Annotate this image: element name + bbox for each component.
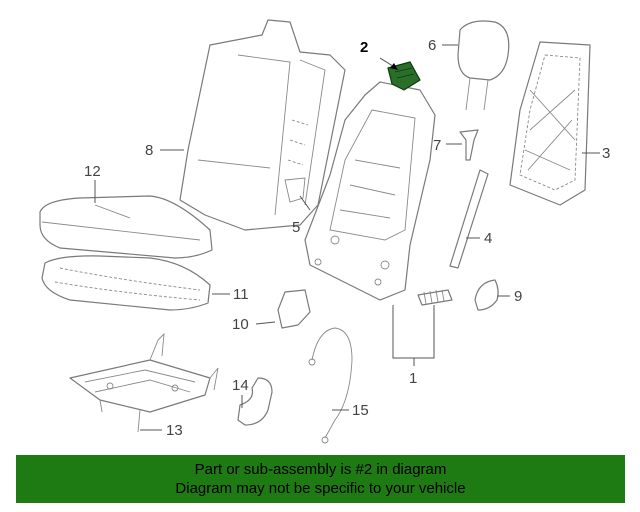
part-10-bracket	[277, 289, 311, 329]
callout-9: 9	[514, 288, 522, 305]
part-15-cable	[308, 327, 353, 444]
callout-1: 1	[409, 370, 417, 387]
info-banner: Part or sub-assembly is #2 in diagram Di…	[16, 455, 625, 503]
leader-lines	[94, 44, 600, 431]
part-9-cap	[474, 279, 499, 311]
part-1-seatback-frame	[304, 81, 436, 301]
part-6-headrest	[457, 20, 510, 111]
callout-12: 12	[84, 163, 101, 180]
part-4-rod	[449, 169, 489, 269]
callout-15: 15	[352, 402, 369, 419]
part-1-spring	[417, 289, 453, 306]
callout-14: 14	[232, 377, 249, 394]
callout-numbers: 2 6 3 4 5 7 8 9 10 11 12 13 14 15 1	[84, 37, 610, 439]
callout-7: 7	[433, 137, 441, 154]
callout-10: 10	[232, 316, 249, 333]
banner-line-2: Diagram may not be specific to your vehi…	[175, 480, 466, 497]
callout-13: 13	[166, 422, 183, 439]
part-12-seat-cushion-pad	[39, 195, 213, 259]
callout-3: 3	[602, 145, 610, 162]
part-11-seat-cushion-lower	[41, 255, 211, 311]
banner-line-1: Part or sub-assembly is #2 in diagram	[194, 461, 447, 478]
part-13-seat-frame	[69, 332, 219, 433]
part-8-seatback-cushion	[179, 19, 346, 231]
callout-2: 2	[360, 39, 368, 56]
part-14-cover	[237, 377, 273, 426]
part-7-headrest-guide	[459, 129, 479, 161]
callout-4: 4	[484, 230, 492, 247]
part-5-bracket	[284, 177, 306, 203]
callout-11: 11	[233, 286, 249, 303]
callout-8: 8	[145, 142, 153, 159]
callout-5: 5	[292, 219, 300, 236]
part-3-seatback-board	[509, 41, 591, 206]
callout-6: 6	[428, 37, 436, 54]
